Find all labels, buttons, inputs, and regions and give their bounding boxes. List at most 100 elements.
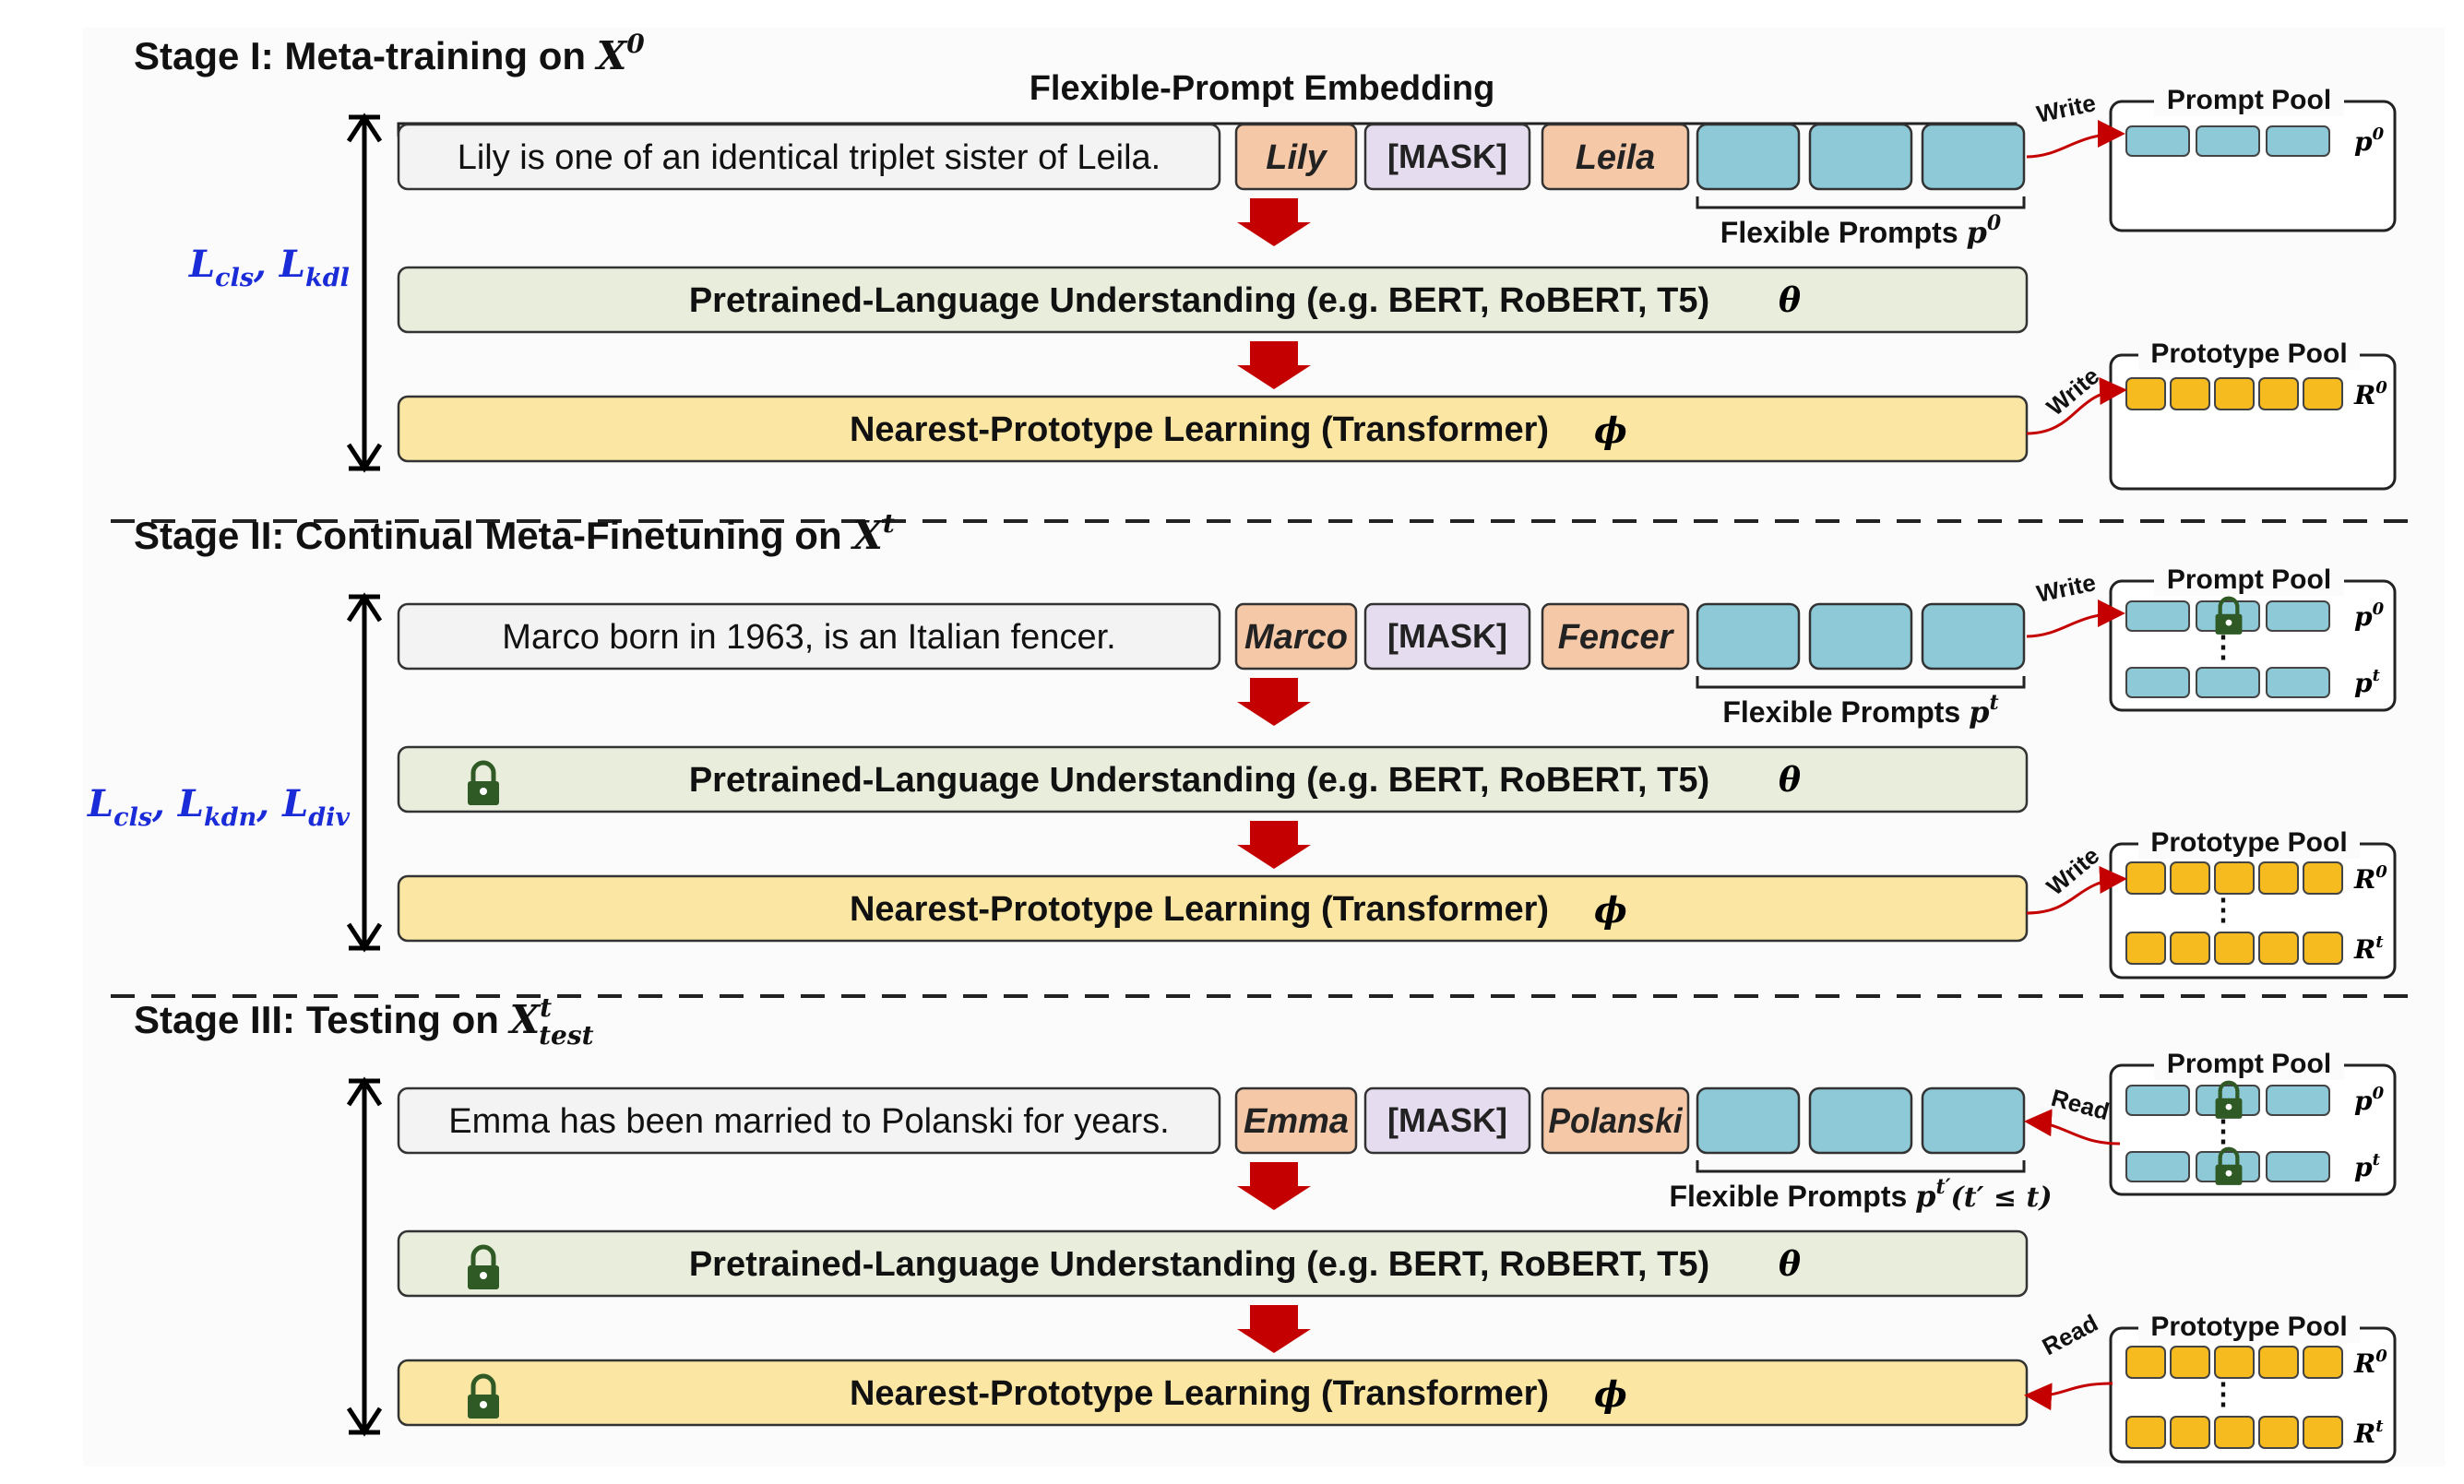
mask-token-box (1363, 1086, 1531, 1155)
read-arrow-prompt (2024, 1109, 2121, 1146)
stage-title-sup: 0 (626, 29, 645, 59)
mask-token-box (1363, 123, 1531, 191)
prototype-pool-row-label: R0 (2353, 862, 2387, 895)
prototype-pool-cell (2125, 377, 2166, 410)
prompt-pool-cell (2196, 667, 2260, 698)
entity-token-2: Leila (1576, 138, 1656, 177)
pool-title-bg (2154, 1047, 2344, 1080)
stage-title: Stage II: Continual Meta-Finetuning on X… (134, 508, 895, 558)
prototype-pool-row-symbol: R (2353, 1419, 2375, 1449)
prototype-pool-cell (2214, 1416, 2255, 1449)
loss-symbol: L (281, 782, 308, 825)
entity-token-1: Lily (1266, 138, 1327, 177)
input-sentence-box (397, 602, 1221, 671)
input-sentence: Emma has been married to Polanski for ye… (448, 1102, 1169, 1141)
prompt-pool-cell (2266, 1085, 2330, 1116)
mask-token: [MASK] (1387, 617, 1507, 655)
lock-keyhole (2225, 1103, 2232, 1110)
prompt-pool-row-sup: t (2373, 1150, 2381, 1169)
flexible-prompts-math: p (1969, 695, 1989, 730)
prompt-pool-ellipsis: ⋮ (2208, 1114, 2238, 1147)
stage-title-sup: t (540, 992, 552, 1023)
flexible-prompts-label: Flexible Prompts pt (1722, 691, 1998, 730)
prototype-pool-row-label: Rt (2353, 1417, 2384, 1449)
prototype-pool-row-symbol: R (2353, 864, 2375, 895)
prompt-pool-cell (2125, 1085, 2190, 1116)
loss-label: Lcls, Lkdl (188, 243, 350, 292)
prompt-pool-row-symbol: p (2354, 601, 2373, 632)
down-arrow (1237, 821, 1311, 869)
prompt-pool-row-sup: 0 (2373, 125, 2385, 144)
prompt-pool-row-symbol: p (2354, 1152, 2373, 1182)
prompt-pool-title: Prompt Pool (2167, 564, 2331, 595)
flexible-prompt-cell (1808, 602, 1913, 671)
entity-token-box (1541, 602, 1690, 671)
loss-subscript: cls (215, 264, 254, 292)
entity-token-box (1234, 1086, 1358, 1155)
lock-icon (468, 760, 499, 805)
prototype-pool-cell (2303, 377, 2343, 410)
npl-box (397, 874, 2029, 943)
prototype-pool-cell (2258, 377, 2299, 410)
prototype-pool-cell (2303, 932, 2343, 965)
plm-box (397, 1229, 2029, 1298)
prototype-pool-cell (2214, 861, 2255, 895)
npl-box (397, 395, 2029, 463)
prototype-pool-cell (2258, 1416, 2299, 1449)
prompt-pool-row-label: p0 (2354, 600, 2385, 632)
prompts-brace (1696, 1160, 2026, 1173)
stage-title: Stage I: Meta-training on X0 (134, 29, 645, 78)
prompts-brace (1696, 676, 2026, 689)
prompt-pool-cell (2266, 125, 2330, 157)
prompt-pool-title: Prompt Pool (2167, 1049, 2331, 1079)
plm-param: θ (1779, 761, 1801, 800)
entity-token-box (1234, 602, 1358, 671)
prototype-pool-row-symbol: R (2353, 380, 2375, 410)
npl-label: Nearest-Prototype Learning (Transformer) (850, 410, 1549, 449)
stage-title-sub: test (539, 1020, 594, 1051)
loss-symbol: L (87, 782, 113, 825)
flexible-prompts-sup: t (1989, 691, 1998, 715)
prototype-pool-cell (2125, 1416, 2166, 1449)
prototype-pool-cell (2258, 1346, 2299, 1379)
flexible-prompts-suffix: (t′ ≤ t) (1951, 1181, 2053, 1214)
prompt-pool-cell (2266, 1151, 2330, 1182)
plm-label: Pretrained-Language Understanding (e.g. … (689, 1245, 1709, 1284)
prototype-pool-ellipsis: ⋮ (2208, 1377, 2238, 1410)
lock-icon (2215, 1146, 2243, 1185)
npl-param: ϕ (1594, 1373, 1627, 1415)
prototype-pool-row-label: Rt (2353, 932, 2384, 965)
prototype-pool-cell (2258, 861, 2299, 895)
loss-subscript: kdl (305, 264, 350, 292)
flexible-prompts-label: Flexible Prompts p0 (1720, 211, 2002, 250)
prototype-pool-cell (2303, 1416, 2343, 1449)
input-sentence-box (397, 123, 1221, 191)
loss-symbol: L (188, 243, 215, 286)
down-arrow (1237, 341, 1311, 389)
loss-subscript: kdn (204, 803, 256, 832)
flexible-prompts-label: Flexible Prompts pt′(t′ ≤ t) (1669, 1175, 2052, 1214)
loss-sep: , (253, 243, 280, 286)
prototype-pool-cell (2125, 1346, 2166, 1379)
plm-label: Pretrained-Language Understanding (e.g. … (689, 281, 1709, 320)
flexible-prompt-cell (1696, 602, 1801, 671)
lock-keyhole (480, 1401, 487, 1408)
loss-subscript: cls (113, 803, 152, 832)
entity-token-1: Marco (1244, 618, 1348, 657)
prototype-pool-title: Prototype Pool (2150, 827, 2347, 858)
prompt-pool-row-symbol: p (2354, 1086, 2373, 1116)
npl-label: Nearest-Prototype Learning (Transformer) (850, 890, 1549, 929)
prompts-brace (1696, 196, 2026, 209)
lock-icon (468, 1244, 499, 1289)
prompt-pool-ellipsis: ⋮ (2208, 630, 2238, 663)
flexible-prompts-text: Flexible Prompts (1720, 216, 1967, 249)
pool-title-bg (2138, 337, 2360, 370)
prototype-pool-cell (2125, 861, 2166, 895)
prompt-pool-row-label: pt (2354, 666, 2381, 698)
prompt-pool-cell (2125, 667, 2190, 698)
loss-subscript: div (308, 803, 350, 832)
prototype-pool-row-label: R0 (2353, 1347, 2387, 1379)
